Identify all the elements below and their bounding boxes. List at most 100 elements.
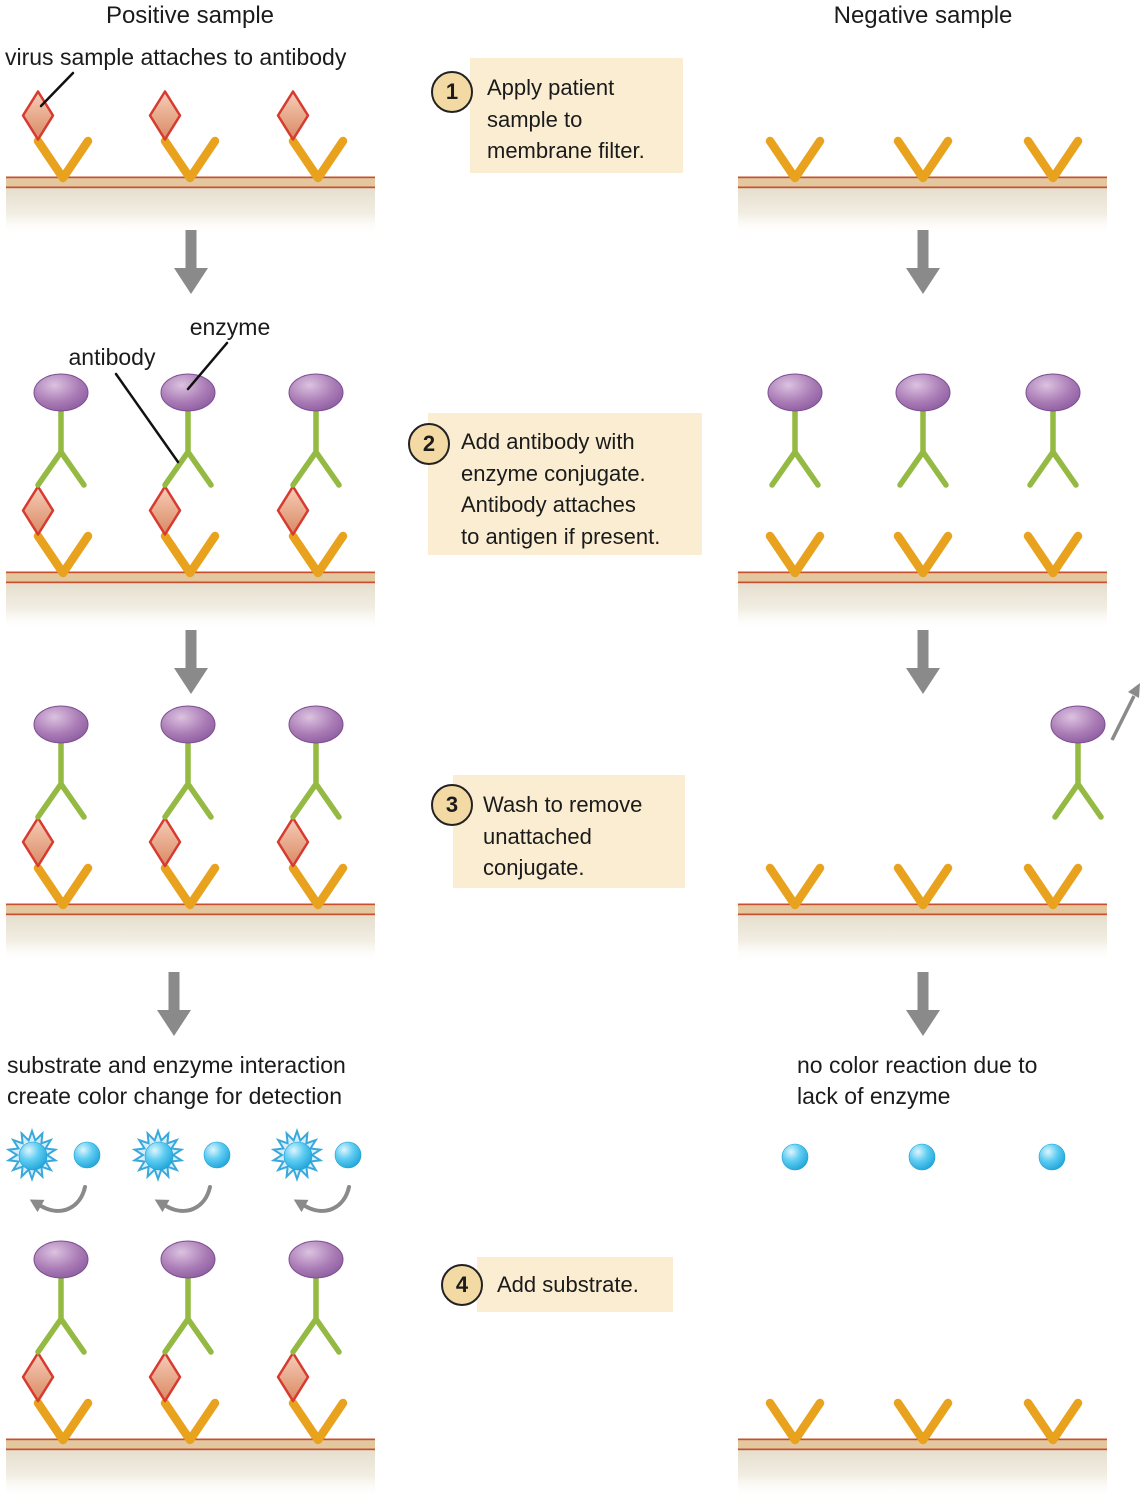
substrate-sphere-icon xyxy=(334,1141,362,1169)
virus-antigen-icon xyxy=(148,485,182,536)
step-2-number: 2 xyxy=(422,431,436,456)
virus-antigen-icon xyxy=(21,816,55,868)
step-1-badge: 1 xyxy=(431,71,473,113)
enzyme-conjugate-icon xyxy=(161,706,215,817)
membrane-filter xyxy=(6,1438,375,1498)
virus-label: virus sample attaches to antibody xyxy=(5,44,347,70)
substrate-sphere-icon xyxy=(781,1143,809,1171)
positive-sample-title: Positive sample xyxy=(105,2,275,29)
enzyme-conjugate-icon xyxy=(289,706,343,817)
capture-antibody-icon xyxy=(293,868,343,905)
color-burst-icon xyxy=(133,1130,183,1180)
substrate-sphere-icon xyxy=(908,1143,936,1171)
capture-antibody-icon xyxy=(38,536,88,573)
capture-antibody-icon xyxy=(165,868,215,905)
capture-antibody-icon xyxy=(38,868,88,905)
membrane-filter xyxy=(738,1438,1107,1498)
step-3-box: Wash to remove unattached conjugate. xyxy=(453,775,685,888)
capture-antibody-icon xyxy=(898,536,948,573)
step-3-number: 3 xyxy=(445,792,459,817)
enzyme-conjugate-icon xyxy=(1026,374,1080,485)
capture-antibody-icon xyxy=(38,1403,88,1440)
step-4-badge: 4 xyxy=(441,1264,483,1306)
step-2-box: Add antibody with enzyme conjugate. Anti… xyxy=(428,413,702,555)
enzyme-conjugate-icon xyxy=(34,374,88,485)
step-3-text-line1: Wash to remove xyxy=(483,792,643,817)
reaction-arrow-icon xyxy=(152,1185,212,1215)
virus-pointer-line xyxy=(39,71,75,108)
virus-antigen-icon xyxy=(21,1351,55,1403)
step-3-text-line2: unattached xyxy=(483,823,592,849)
enzyme-conjugate-icon xyxy=(34,1241,88,1352)
step-2-text-line4: to antigen if present. xyxy=(461,523,661,549)
down-arrow-icon xyxy=(906,230,940,294)
virus-antigen-icon xyxy=(276,816,310,868)
positive-result-line1: substrate and enzyme interaction xyxy=(7,1052,346,1078)
virus-antigen-icon xyxy=(148,1351,182,1403)
substrate-sphere-icon xyxy=(73,1141,101,1169)
washed-conjugate-icon xyxy=(1051,706,1105,817)
capture-antibody-icon xyxy=(1028,1403,1078,1440)
down-arrow-icon xyxy=(906,630,940,694)
step-4-text-line1: Add substrate. xyxy=(497,1272,639,1297)
membrane-filter xyxy=(6,903,375,963)
color-burst-icon xyxy=(7,1130,57,1180)
substrate-sphere-icon xyxy=(1038,1143,1066,1171)
step-1-text-line1: Apply patient xyxy=(487,75,615,100)
step-1-text-line2: sample to xyxy=(487,106,583,132)
enzyme-pointer-line xyxy=(186,341,229,391)
virus-antigen-icon xyxy=(21,485,55,536)
negative-result-caption: no color reaction due to lack of enzyme xyxy=(797,1050,1037,1112)
reaction-arrow-icon xyxy=(27,1185,87,1215)
virus-antigen-icon xyxy=(276,485,310,536)
capture-antibody-icon xyxy=(293,141,343,178)
enzyme-conjugate-icon xyxy=(289,374,343,485)
positive-result-caption: substrate and enzyme interaction create … xyxy=(7,1050,346,1112)
enzyme-conjugate-icon xyxy=(161,374,215,485)
virus-antigen-icon xyxy=(148,90,182,141)
step-2-text-line2: enzyme conjugate. xyxy=(461,460,646,486)
down-arrow-icon xyxy=(174,630,208,694)
capture-antibody-icon xyxy=(165,141,215,178)
capture-antibody-icon xyxy=(770,141,820,178)
enzyme-conjugate-icon xyxy=(768,374,822,485)
capture-antibody-icon xyxy=(165,536,215,573)
enzyme-label: enzyme xyxy=(189,314,271,340)
capture-antibody-icon xyxy=(293,1403,343,1440)
capture-antibody-icon xyxy=(1028,536,1078,573)
virus-antigen-icon xyxy=(276,1351,310,1403)
down-arrow-icon xyxy=(157,972,191,1036)
color-burst-icon xyxy=(272,1130,322,1180)
enzyme-conjugate-icon xyxy=(289,1241,343,1352)
enzyme-conjugate-icon xyxy=(896,374,950,485)
membrane-filter xyxy=(738,903,1107,963)
wash-away-arrow-icon xyxy=(1110,681,1142,742)
capture-antibody-icon xyxy=(38,141,88,178)
step-2-text-line1: Add antibody with xyxy=(461,429,635,454)
capture-antibody-icon xyxy=(1028,868,1078,905)
capture-antibody-icon xyxy=(898,868,948,905)
step-4-number: 4 xyxy=(455,1272,469,1297)
step-1-text-line3: membrane filter. xyxy=(487,138,645,163)
capture-antibody-icon xyxy=(165,1403,215,1440)
enzyme-conjugate-icon xyxy=(161,1241,215,1352)
substrate-sphere-icon xyxy=(203,1141,231,1169)
virus-antigen-icon xyxy=(276,90,310,141)
positive-result-line2: create color change for detection xyxy=(7,1083,342,1109)
capture-antibody-icon xyxy=(770,1403,820,1440)
capture-antibody-icon xyxy=(898,141,948,178)
negative-result-line2: lack of enzyme xyxy=(797,1083,951,1109)
down-arrow-icon xyxy=(174,230,208,294)
step-3-text-line3: conjugate. xyxy=(483,855,585,880)
down-arrow-icon xyxy=(906,972,940,1036)
capture-antibody-icon xyxy=(293,536,343,573)
membrane-filter xyxy=(6,571,375,631)
capture-antibody-icon xyxy=(898,1403,948,1440)
enzyme-conjugate-icon xyxy=(34,706,88,817)
membrane-filter xyxy=(6,176,375,236)
step-2-badge: 2 xyxy=(408,423,450,465)
capture-antibody-icon xyxy=(1028,141,1078,178)
reaction-arrow-icon xyxy=(291,1185,351,1215)
